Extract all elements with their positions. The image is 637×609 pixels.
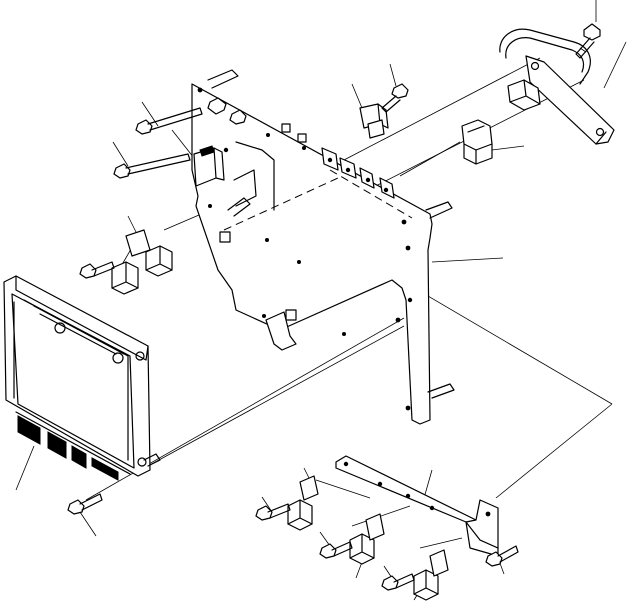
controller-unit xyxy=(3,275,161,481)
main-mounting-plate xyxy=(191,69,455,425)
relay xyxy=(193,103,389,187)
bolt xyxy=(67,83,519,591)
lower-bracket xyxy=(335,455,499,557)
relay xyxy=(111,229,449,601)
wire-harness-clamp xyxy=(499,23,615,145)
connector-block xyxy=(461,119,493,165)
